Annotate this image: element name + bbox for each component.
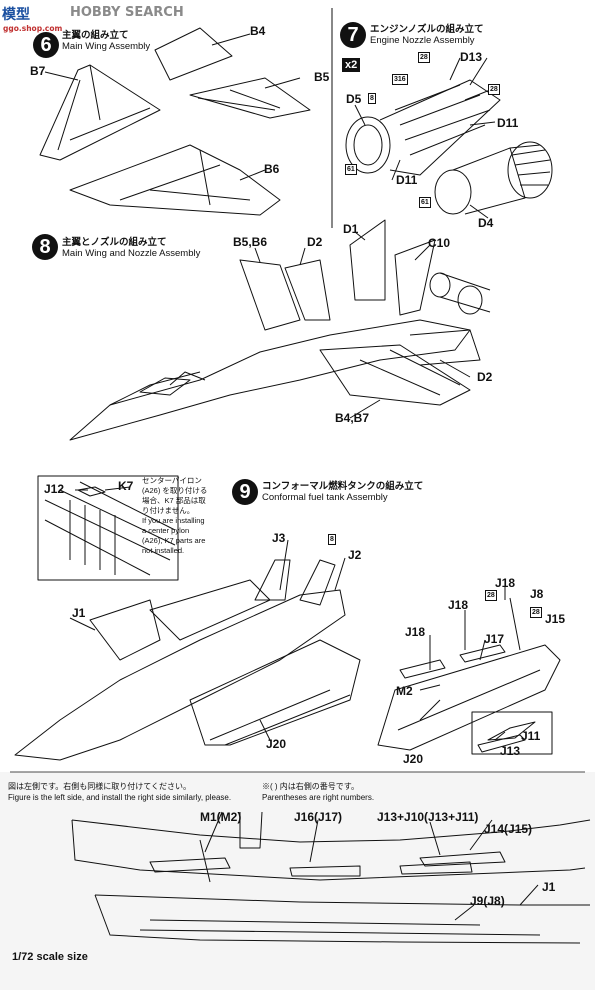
part-d4: D4 [478,216,494,230]
tag-8-b: 8 [328,534,336,545]
step8-badge: 8 [32,234,58,260]
side-view-note-jp: 図は左側です。右側も同様に取り付けてください。 [8,782,191,791]
pylon-note-en-4: not installed. [142,546,185,555]
part-b6: B6 [264,162,280,176]
part-b5: B5 [314,70,330,84]
parentheses-note-en: Parentheses are right numbers. [262,793,375,802]
pylon-note-jp-4: り付けません。 [142,506,195,515]
part-k7: K7 [118,479,134,493]
part-j8: J8 [530,587,544,601]
scale-label: 1/72 scale size [12,951,88,963]
step8-title-en: Main Wing and Nozzle Assembly [62,248,201,259]
part-b4: B4 [250,24,266,38]
tag-28-d: 28 [530,607,542,618]
center-pylon-note: センターパイロン (A26) を取り付ける 場合、K7 部品は取 り付けません。… [142,476,237,556]
step8-title-jp: 主翼とノズルの組み立て [62,237,167,248]
part-j15: J15 [545,612,566,626]
part-j12: J12 [44,482,65,496]
label-j16-j17: J16(J17) [294,810,343,824]
part-c10: C10 [428,236,451,250]
hobby-search-brand: HOBBY SEARCH [70,5,184,20]
part-j3: J3 [272,531,286,545]
part-j20-right: J20 [403,752,424,766]
label-j1-side: J1 [542,880,556,894]
part-d1: D1 [343,222,359,236]
part-j18-top: J18 [495,576,516,590]
step7-title-en: Engine Nozzle Assembly [370,35,475,46]
part-j17: J17 [484,632,505,646]
hobby-search-logo: 模型 [2,7,30,23]
part-b4-b7: B4,B7 [335,411,370,425]
tag-61-b: 61 [419,197,431,208]
step9-title-jp: コンフォーマル燃料タンクの組み立て [262,481,424,492]
part-b7: B7 [30,64,46,78]
multiplier-badge: x2 [342,58,361,72]
part-j20-left: J20 [266,737,287,751]
part-j18-mid: J18 [448,598,469,612]
pylon-note-jp-2: (A26) を取り付ける [142,486,208,495]
pylon-note-en-2: a center pylon [142,526,190,535]
pylon-note-jp-1: センターパイロン [142,476,202,485]
tag-28: 28 [418,52,430,63]
step6-title-en: Main Wing Assembly [62,41,151,52]
hobby-search-url: ggo.shop.com [3,24,63,33]
part-j11: J11 [521,729,541,743]
part-j13: J13 [500,744,521,758]
part-d13: D13 [460,50,483,64]
part-j2: J2 [348,548,362,562]
part-j1: J1 [72,606,86,620]
side-view-note-en: Figure is the left side, and install the… [8,793,232,802]
step6-badge: 6 [33,32,59,58]
step7-title-jp: エンジンノズルの組み立て [370,24,484,35]
pylon-note-en-3: (A26), K7 parts are [142,536,206,545]
part-d5: D5 [346,92,362,106]
tag-28-b: 28 [488,84,500,95]
part-m2: M2 [396,684,413,698]
label-j14-j15: J14(J15) [484,822,533,836]
label-j9-j8: J9(J8) [470,894,505,908]
step9-title-en: Conformal fuel tank Assembly [262,492,388,503]
tag-61-a: 61 [345,164,357,175]
step7-badge: 7 [340,22,366,48]
tag-8: 8 [368,93,376,104]
tag-316: 316 [392,74,408,85]
label-m1-m2: M1(M2) [200,810,242,824]
tag-28-c: 28 [485,590,497,601]
parentheses-note-jp: ※( ) 内は右側の番号です。 [262,782,359,791]
label-j13-j10: J13+J10(J13+J11) [377,810,479,824]
step9-badge: 9 [232,479,258,505]
part-d2-top: D2 [307,235,323,249]
pylon-note-jp-3: 場合、K7 部品は取 [142,496,206,505]
part-d11-right: D11 [497,116,519,130]
pylon-note-en-1: If you are installing [142,516,205,525]
part-j18-left: J18 [405,625,426,639]
part-b5-b6: B5,B6 [233,235,268,249]
part-d2-bottom: D2 [477,370,493,384]
part-d11-left: D11 [396,173,418,187]
step6-title-jp: 主翼の組み立て [62,30,129,41]
